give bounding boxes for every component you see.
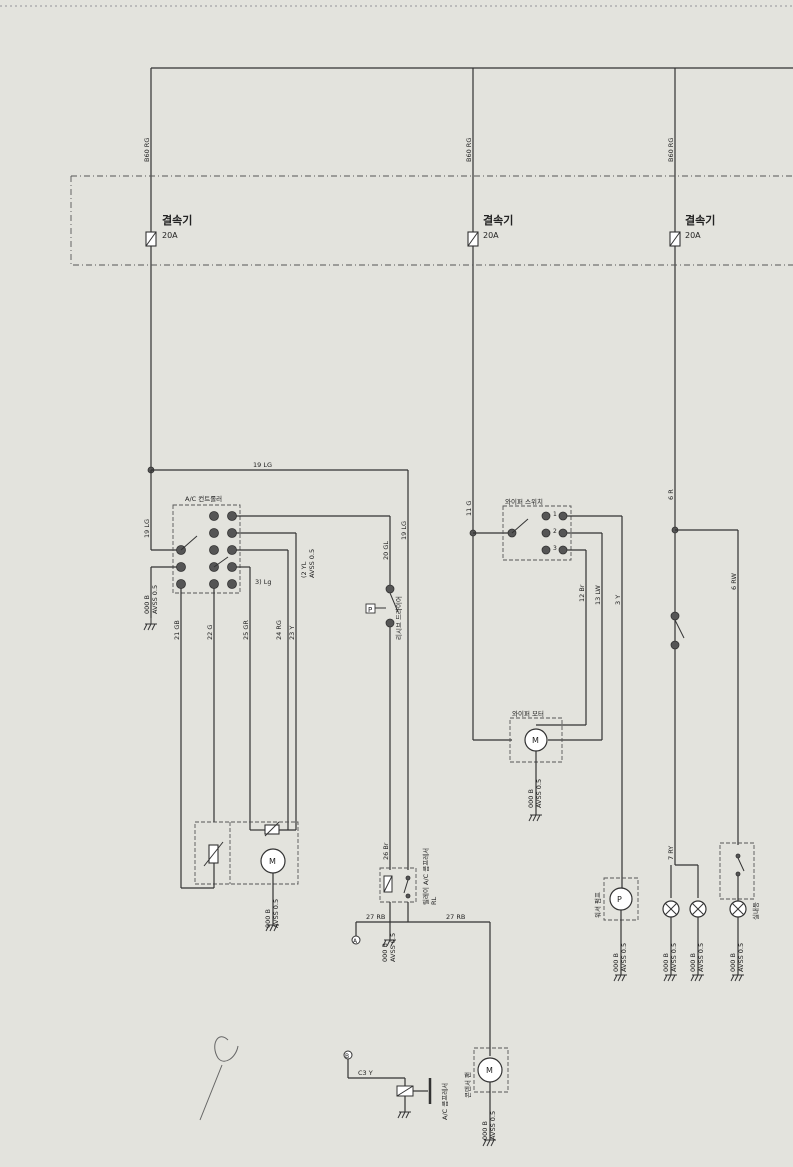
- fuse-3-label: 결속기: [685, 213, 715, 227]
- pressure-switch: P 리시브 드라이어 26 Br: [365, 584, 409, 870]
- wiper-motor: 와이퍼 모터 M 000 B AVSS 0.5: [509, 709, 563, 822]
- wire-19lg: 19 LG 19 LG 19 LG: [143, 461, 409, 595]
- wire-19lg-label-top: 19 LG: [253, 461, 272, 469]
- wire-3y-label: 3 Y: [614, 595, 622, 605]
- wire-7ry-label: 7 RY: [667, 846, 675, 860]
- ground-4-label: 000 B: [481, 1121, 489, 1140]
- pin-3: 3: [553, 545, 557, 552]
- wire-20gl-label: 20 GL: [382, 541, 390, 560]
- wiper-feed: 11 G: [465, 501, 512, 741]
- wire-avss-label: AVSS 0.5: [308, 549, 316, 578]
- ground-5-label: 000 B: [527, 789, 535, 808]
- wire-24rg-label: 24 RG: [275, 620, 283, 640]
- fan-motor-m: M: [486, 1066, 493, 1075]
- fan-motor-label: 콘덴서 팬: [463, 1072, 472, 1098]
- fuse-2-rating: 20A: [483, 231, 499, 240]
- condenser-fan: M 콘덴서 팬 000 B AVSS 0.5: [463, 1047, 509, 1147]
- fuse-3-wire-label: B60 RG: [667, 138, 675, 162]
- ac-clutch-label: A/C 콤프레서: [440, 1083, 449, 1120]
- wire-6rw-label: 6 RW: [730, 573, 738, 590]
- fuse-2: B60 RG 결속기 20A: [465, 138, 513, 247]
- wire-12br-label: 12 Br: [578, 584, 586, 602]
- washer-pump-p: P: [617, 895, 622, 904]
- power-bus: [150, 67, 793, 865]
- wire-c3y-label: C3 Y: [358, 1069, 373, 1077]
- ground-9-label: 000 B: [729, 953, 737, 972]
- fuse-box-outline: [70, 175, 793, 266]
- fuse-1-label: 결속기: [162, 213, 192, 227]
- ground-3-label: 000 B: [381, 943, 389, 962]
- ac-clutch: B C3 Y A/C 콤프레서: [343, 1050, 449, 1120]
- pin-1: 1: [553, 511, 557, 518]
- ac-relay-label: 릴레이 A/C 콤프레서: [421, 848, 430, 905]
- wire-27rb: A 27 RB 27 RB: [351, 902, 491, 1056]
- ground-1-avss: AVSS 0.5: [151, 585, 159, 614]
- ground-5-avss: AVSS 0.5: [535, 779, 543, 808]
- wire-19lg-label-left: 19 LG: [143, 519, 151, 538]
- wire-27rb-label-left: 27 RB: [366, 913, 385, 921]
- wire-21gb-label: 21 GB: [173, 620, 181, 640]
- wire-25gr-label: 25 GR: [242, 620, 250, 640]
- wire-11g-label: 11 G: [465, 501, 473, 516]
- ground-3-avss: AVSS 0.5: [389, 933, 397, 962]
- wiper-switch: 와이퍼 스위치 1 2 3: [502, 497, 572, 561]
- washer-pump: P 워셔 펌프 000 B AVSS 0.5: [593, 877, 639, 982]
- fuse-1-wire-label: B60 RG: [143, 138, 151, 162]
- ac-controller-label: A/C 컨트롤러: [185, 494, 222, 503]
- fuse-2-wire-label: B60 RG: [465, 138, 473, 162]
- connector-a: [351, 935, 361, 945]
- ground-4-avss: AVSS 0.5: [489, 1111, 497, 1140]
- fuse-1-rating: 20A: [162, 231, 178, 240]
- pressure-switch-label: 리시브 드라이어: [394, 596, 403, 640]
- pressure-p: P: [368, 606, 372, 614]
- wire-27rb-label-right: 27 RB: [446, 913, 465, 921]
- lamp-1: 000 B AVSS 0.5: [662, 900, 680, 982]
- ground-2-label: 000 B: [264, 909, 272, 928]
- pen-mark: [199, 1036, 239, 1121]
- fuse-1: B60 RG 결속기 20A: [143, 138, 192, 247]
- pin-2: 2: [553, 528, 557, 535]
- ground-8-avss: AVSS 0.5: [697, 943, 705, 972]
- wiper-wiring: 12 Br 13 LW 3 Y: [536, 515, 623, 888]
- washer-pump-label: 워셔 펌프: [593, 892, 602, 918]
- ground-8-label: 000 B: [689, 953, 697, 972]
- wire-13lw-label: 13 LW: [594, 585, 602, 605]
- ac-relay: 릴레이 A/C 콤프레서 RL 000 B AVSS 0.5: [379, 848, 438, 962]
- wiper-switch-label: 와이퍼 스위치: [505, 497, 543, 506]
- lamp-feed: 6 R 6 RW 7 RY: [667, 489, 739, 898]
- ground-6-label: 000 B: [612, 953, 620, 972]
- room-lamp-label: 실내등: [751, 902, 760, 920]
- fuse-3-rating: 20A: [685, 231, 701, 240]
- blower-block: M 000 B AVSS 0.5: [180, 821, 299, 932]
- lamp-2: 000 B AVSS 0.5: [689, 900, 707, 982]
- wire-23y-label: 23 Y: [288, 626, 296, 640]
- connector-b-label: B: [345, 1053, 349, 1060]
- wire-6r-label: 6 R: [667, 489, 675, 500]
- lg-note: 3) Lg: [255, 578, 272, 586]
- wire-2yl-label: (2 YL: [300, 561, 308, 578]
- ac-controller-wiring: 20 GL (2 YL AVSS 0.5 3) Lg 000 B AVSS 0.…: [143, 515, 391, 830]
- wiper-motor-m: M: [532, 736, 539, 745]
- ground-7-avss: AVSS 0.5: [670, 943, 678, 972]
- blower-motor-m: M: [269, 857, 276, 866]
- wire-19lg-label-right: 19 LG: [400, 521, 408, 540]
- wiper-motor-label: 와이퍼 모터: [512, 709, 544, 718]
- ground-2-avss: AVSS 0.5: [272, 899, 280, 928]
- ground-1-label: 000 B: [143, 595, 151, 614]
- ground-9-avss: AVSS 0.5: [737, 943, 745, 972]
- connector-a-label: A: [353, 938, 358, 945]
- ground-7-label: 000 B: [662, 953, 670, 972]
- ac-controller: A/C 컨트롤러: [172, 494, 241, 594]
- room-lamp: 실내등 000 B AVSS 0.5: [719, 842, 760, 982]
- ac-relay-code: RL: [430, 896, 438, 905]
- ground-6-avss: AVSS 0.5: [620, 943, 628, 972]
- fuse-3: B60 RG 결속기 20A: [667, 138, 715, 247]
- wire-22g-label: 22 G: [206, 625, 214, 640]
- fuse-2-label: 결속기: [483, 213, 513, 227]
- wire-26br-label: 26 Br: [382, 842, 390, 860]
